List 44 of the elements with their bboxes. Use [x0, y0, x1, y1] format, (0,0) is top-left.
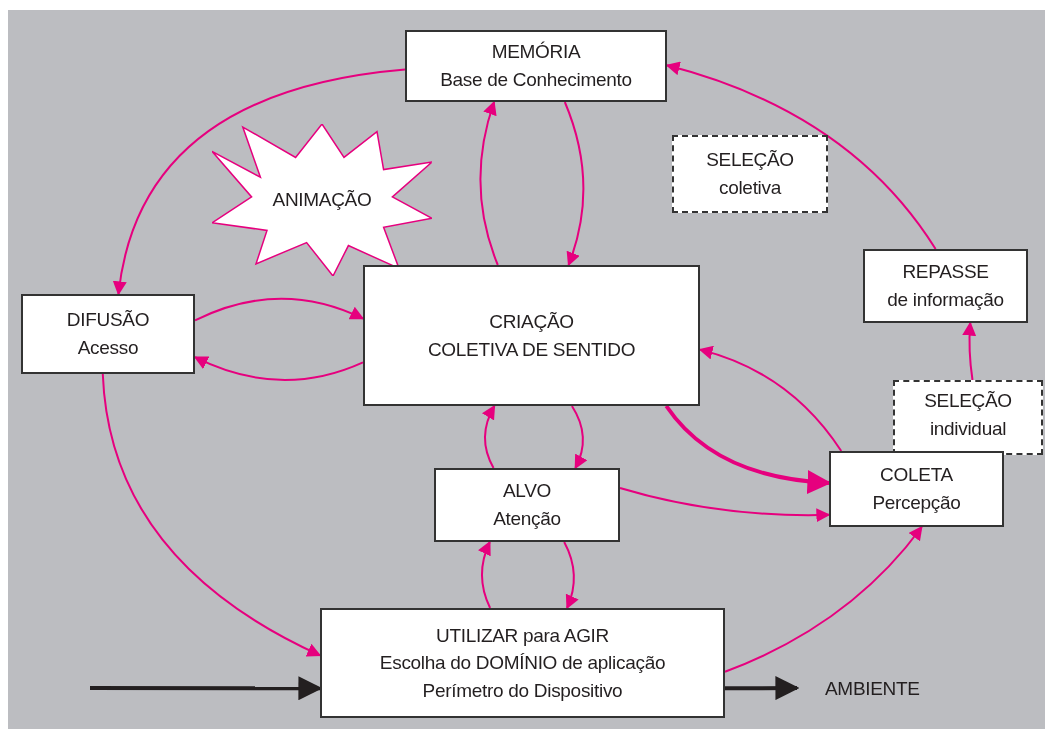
- node-text: AMBIENTE: [825, 677, 920, 702]
- node-text: ANIMAÇÃO: [272, 188, 372, 213]
- node-text: UTILIZAR para AGIR: [435, 623, 609, 648]
- arrow: [563, 101, 585, 267]
- node-text: Escolha do DOMÍNIO de aplicação: [379, 651, 666, 676]
- node-text: COLETIVA DE SENTIDO: [427, 337, 636, 362]
- arrow: [113, 68, 406, 296]
- arrow: [194, 297, 365, 322]
- node-text: ALVO: [502, 479, 552, 504]
- node-text: SELEÇÃO: [924, 388, 1012, 413]
- arrow: [724, 525, 923, 673]
- node-text: Acesso: [77, 336, 139, 360]
- node-text: Percepção: [872, 491, 961, 515]
- node-text: COLETA: [880, 463, 953, 488]
- node-text: Base de Conhecimento: [440, 68, 632, 92]
- node-text: Perímetro do Dispositivo: [422, 678, 623, 703]
- process-box: [320, 608, 725, 718]
- process-box: [434, 468, 620, 542]
- arrow: [478, 540, 492, 609]
- node-text: de informação: [887, 288, 1004, 312]
- arrow: [101, 373, 322, 657]
- arrow: [570, 405, 588, 470]
- node-text: DIFUSÃO: [66, 308, 150, 333]
- dashed-box: [893, 380, 1043, 455]
- node-text: SELEÇÃO: [706, 148, 794, 173]
- node-text: Atenção: [493, 507, 561, 531]
- node-text: REPASSE: [902, 260, 989, 285]
- node-text: individual: [929, 416, 1007, 441]
- starburst: [212, 124, 432, 276]
- node-text: MEMÓRIA: [491, 40, 581, 65]
- process-box: [21, 294, 195, 374]
- node-text: CRIAÇÃO: [489, 309, 574, 334]
- process-box: [863, 249, 1028, 323]
- arrow: [619, 487, 831, 523]
- arrow: [479, 100, 499, 266]
- arrow: [563, 541, 579, 610]
- process-box: [363, 265, 700, 406]
- process-box: [829, 451, 1004, 527]
- dashed-box: [672, 135, 828, 213]
- arrow: [482, 404, 496, 469]
- arrow: [962, 321, 977, 381]
- process-box: [405, 30, 667, 102]
- arrow: [725, 676, 800, 701]
- node-text: coletiva: [719, 176, 781, 200]
